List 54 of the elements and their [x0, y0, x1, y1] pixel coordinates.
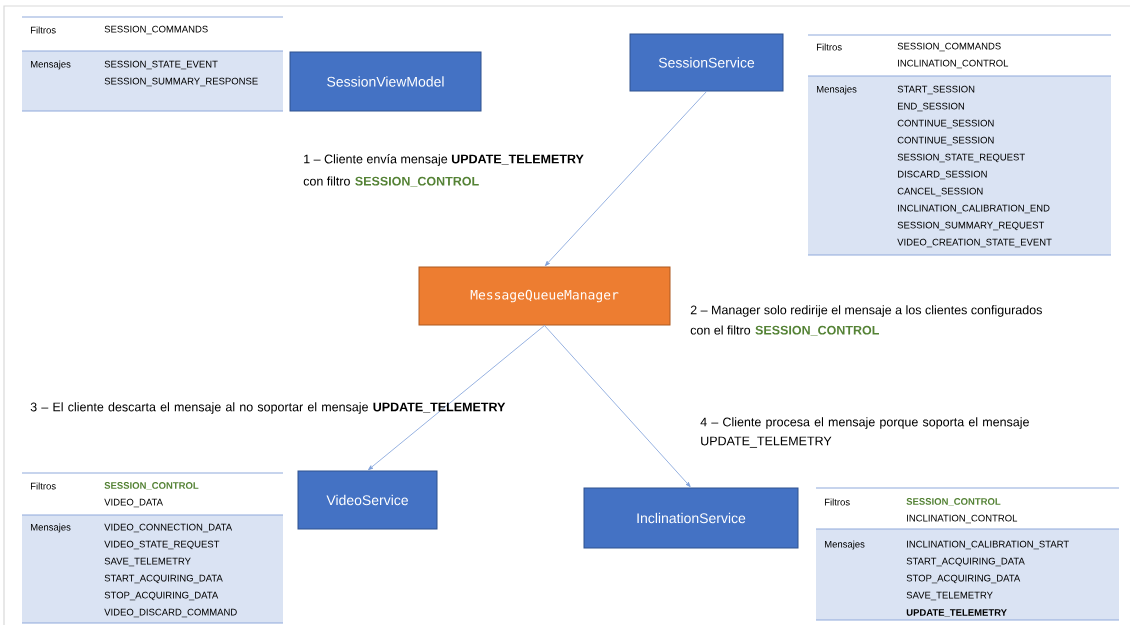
message-name: VIDEO_CONNECTION_DATA [104, 523, 233, 533]
message-name: VIDEO_DATA [104, 498, 163, 508]
row-heading: Mensajes [817, 85, 857, 95]
row-heading: Filtros [825, 498, 850, 506]
message-name: INCLINATION_CONTROL [898, 59, 1009, 69]
row-heading: Mensajes [31, 60, 71, 70]
message-name: START_SESSION [897, 85, 975, 95]
message-name: VIDEO_DISCARD_COMMAND [104, 608, 237, 618]
message-name: SESSION_STATE_REQUEST [897, 153, 1025, 163]
filter-name: SESSION_CONTROL [755, 325, 879, 336]
service-box: InclinationService [583, 487, 799, 549]
row-heading: Filtros [31, 482, 56, 490]
arrow [544, 91, 707, 267]
row-heading: Mensajes [31, 523, 71, 533]
message-name: SESSION_COMMANDS [104, 25, 208, 35]
step-note: 2 – Manager solo redirije el mensaje a los clientes configurados [690, 305, 1042, 317]
message-name: INCLINATION_CONTROL [907, 514, 1018, 524]
message-name: START_ACQUIRING_DATA [906, 557, 1025, 567]
step-note: 1 – Cliente envía mensaje UPDATE_TELEMETRY [304, 154, 584, 166]
message-name: SESSION_SUMMARY_RESPONSE [104, 77, 258, 87]
manager-box: MessageQueueManager [418, 266, 671, 326]
row-heading: Mensajes [825, 540, 865, 550]
service-box: SessionViewModel [289, 51, 482, 112]
message-name: END_SESSION [898, 102, 964, 112]
message-name: UPDATE_TELEMETRY [906, 609, 1007, 617]
step-note: con filtro [303, 176, 350, 186]
message-name: INCLINATION_CALIBRATION_START [907, 540, 1069, 550]
message-name: SESSION_COMMANDS [897, 42, 1001, 52]
message-name: INCLINATION_CALIBRATION_END [898, 204, 1050, 214]
row-heading: Filtros [31, 26, 56, 34]
step-note: 3 – El cliente descarta el mensaje al no soportar el mensaje UPDATE_TELEMETRY [30, 402, 506, 414]
message-name: CONTINUE_SESSION [897, 136, 994, 146]
service-box: VideoService [297, 470, 438, 530]
message-name: SESSION_CONTROL [104, 482, 199, 490]
row-heading: Filtros [817, 43, 842, 51]
message-name: VIDEO_STATE_REQUEST [104, 540, 220, 550]
message-name: SAVE_TELEMETRY [104, 557, 191, 567]
message-name: STOP_ACQUIRING_DATA [906, 574, 1021, 584]
filter-name: SESSION_CONTROL [355, 176, 479, 187]
service-box: SessionService [629, 33, 784, 92]
message-name: SESSION_SUMMARY_REQUEST [897, 221, 1045, 231]
message-name: SESSION_CONTROL [906, 498, 1001, 506]
message-name: STOP_ACQUIRING_DATA [104, 591, 219, 601]
step-note: con el filtro [690, 325, 751, 335]
message-name: SESSION_STATE_EVENT [104, 60, 218, 70]
message-name: CONTINUE_SESSION [897, 119, 994, 129]
message-name: SAVE_TELEMETRY [906, 591, 993, 601]
message-name: START_ACQUIRING_DATA [104, 574, 223, 584]
arrow [544, 325, 691, 488]
message-name: VIDEO_CREATION_STATE_EVENT [897, 238, 1052, 248]
message-name: CANCEL_SESSION [897, 187, 983, 197]
message-name: DISCARD_SESSION [898, 170, 987, 180]
step-note: 4 – Cliente procesa el mensaje porque soporta el mensaje UPDATE_TELEMETRY [700, 417, 1029, 448]
arrow [368, 325, 545, 471]
